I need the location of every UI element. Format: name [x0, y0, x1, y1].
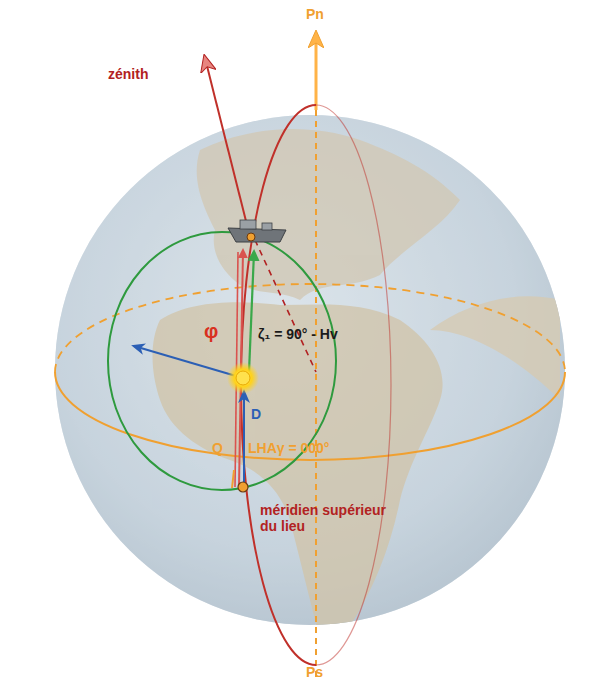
latitude-symbol: φ — [204, 320, 218, 343]
declination-label: D — [251, 406, 261, 422]
zenith-label: zénith — [108, 66, 148, 82]
pole-label: Ps — [306, 664, 323, 680]
pole-label: Pn — [306, 6, 324, 22]
zenith-distance-label: ζ₁ = 90° - Hv — [258, 326, 338, 342]
local-hour-angle-label: LHAγ = 000° — [248, 440, 329, 456]
meridian-label: méridien supérieur du lieu — [260, 502, 390, 534]
hour-angle-label: Q — [212, 440, 223, 456]
